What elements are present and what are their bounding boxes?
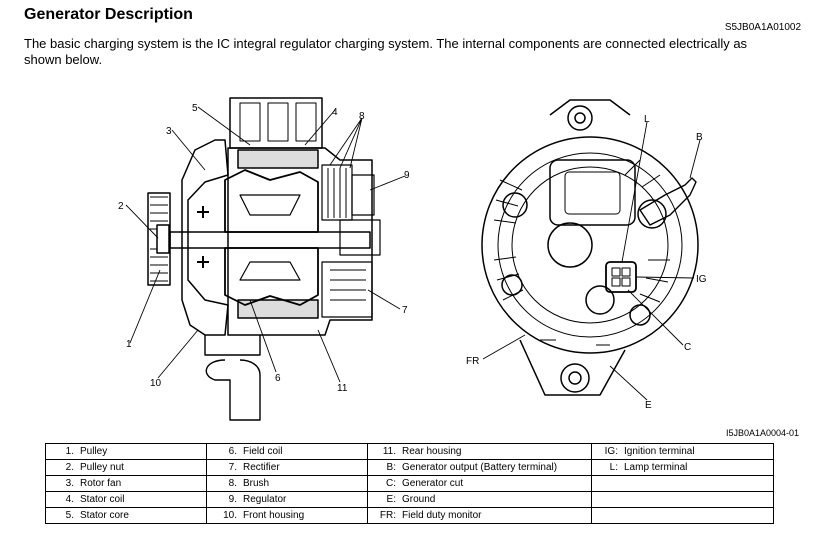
description-text: The basic charging system is the IC inte… — [24, 36, 748, 67]
legend-label: Stator core — [80, 510, 129, 521]
legend-label: Brush — [243, 478, 270, 489]
legend-cell: C: Generator cut — [367, 475, 592, 492]
legend-cell: 8. Brush — [206, 475, 368, 492]
legend-row: 1. Pulley 6. Field coil 11. Rear housing IG: Ig… — [45, 443, 774, 460]
callout-8: 8 — [359, 111, 365, 122]
legend-key: 1. — [65, 446, 74, 457]
legend-key: 10. — [223, 510, 237, 521]
legend-key: 11. — [382, 446, 396, 457]
legend-key: E: — [386, 494, 396, 505]
legend-cell: E: Ground — [367, 491, 592, 508]
legend-cell: 3. Rotor fan — [45, 475, 207, 492]
mounting-lug-drawing — [519, 339, 626, 396]
legend-label: Ignition terminal — [624, 446, 695, 457]
legend-row: 2. Pulley nut 7. Rectifier B: Generator outpu… — [45, 459, 774, 476]
callout-4: 4 — [332, 107, 338, 118]
legend-key: 6. — [228, 446, 237, 457]
rear-view — [481, 99, 699, 396]
legend-label: Pulley nut — [80, 462, 124, 473]
field-coil-drawing — [239, 194, 301, 281]
callout-L: L — [644, 114, 650, 125]
legend-key: C: — [386, 478, 396, 489]
legend-cell: B: Generator output (Battery terminal) — [367, 459, 592, 476]
legend-label: Field duty monitor — [402, 510, 482, 521]
rectifier-drawing — [321, 261, 373, 318]
rotor-claw-drawing — [224, 169, 319, 233]
legend-row: 3. Rotor fan 8. Brush C: Generator cut — [45, 475, 774, 492]
document-id: S5JB0A1A01002 — [724, 22, 801, 33]
regulator-drawing — [351, 174, 375, 216]
legend-label: Rotor fan — [80, 478, 122, 489]
callout-B: B — [696, 132, 703, 143]
legend-cell: 2. Pulley nut — [45, 459, 207, 476]
legend-cell: 4. Stator coil — [45, 491, 207, 508]
stator-core-drawing — [237, 149, 319, 169]
legend-cell: L: Lamp terminal — [591, 459, 774, 476]
callout-9: 9 — [404, 170, 410, 181]
callout-10: 10 — [150, 378, 162, 389]
legend-cell: 10. Front housing — [206, 507, 368, 524]
legend-cell: FR: Field duty monitor — [367, 507, 592, 524]
legend-key: IG: — [604, 446, 618, 457]
legend-key: 3. — [65, 478, 74, 489]
rear-housing-outline — [481, 136, 699, 354]
legend-key: FR: — [379, 510, 396, 521]
legend-cell: 1. Pulley — [45, 443, 207, 460]
legend-label: Generator cut — [402, 478, 464, 489]
callout-E: E — [645, 400, 652, 411]
legend-cell — [591, 491, 774, 508]
legend-key: 4. — [65, 494, 74, 505]
legend-cell: 5. Stator core — [45, 507, 207, 524]
callout-2: 2 — [118, 201, 124, 212]
ig-connector-drawing — [605, 261, 637, 293]
legend-row: 4. Stator coil 9. Regulator E: Ground — [45, 491, 774, 508]
legend-cell: 6. Field coil — [206, 443, 368, 460]
legend-cell: IG: Ignition terminal — [591, 443, 774, 460]
page-title: Generator Description — [24, 6, 193, 23]
callout-11: 11 — [337, 383, 348, 394]
callout-6: 6 — [275, 373, 281, 384]
pulley-nut-drawing — [156, 224, 170, 254]
legend-label: Regulator — [243, 494, 287, 505]
b-terminal-drawing — [639, 177, 697, 226]
legend-key: L: — [609, 462, 618, 473]
callout-1: 1 — [126, 339, 132, 350]
legend-cell: 7. Rectifier — [206, 459, 368, 476]
callout-IG: IG — [696, 274, 707, 285]
callout-C: C — [684, 342, 691, 353]
legend-cell: 9. Regulator — [206, 491, 368, 508]
legend-row: 5. Stator core 10. Front housing FR: Field du… — [45, 507, 774, 524]
legend-label: Field coil — [243, 446, 283, 457]
legend-cell — [591, 507, 774, 524]
legend-key: 5. — [65, 510, 74, 521]
legend-key: 2. — [65, 462, 74, 473]
brush-drawing — [321, 164, 353, 221]
legend-key: B: — [386, 462, 396, 473]
front-housing-drawing — [181, 139, 229, 336]
legend-cell: 11. Rear housing — [367, 443, 592, 460]
legend-label: Rectifier — [243, 462, 280, 473]
legend-key: 8. — [228, 478, 237, 489]
legend-label: Stator coil — [80, 494, 125, 505]
legend-label: Pulley — [80, 446, 108, 457]
callout-3: 3 — [166, 126, 172, 137]
legend-key: 7. — [228, 462, 237, 473]
callout-FR: FR — [466, 356, 479, 367]
legend-label: Generator output (Battery terminal) — [402, 462, 558, 473]
sectional-view — [147, 97, 381, 421]
legend-key: 9. — [228, 494, 237, 505]
legend-label: Front housing — [243, 510, 305, 521]
legend-label: Ground — [402, 494, 436, 505]
generator-diagram: 1 2 3 4 5 6 7 8 9 10 11 L B IG C FR E — [118, 97, 707, 421]
callout-7: 7 — [402, 305, 408, 316]
figure-id: I5JB0A1A0004-01 — [725, 428, 799, 438]
parts-legend-table: 1. Pulley 6. Field coil 11. Rear housing IG: Ig… — [45, 443, 774, 524]
callout-5: 5 — [192, 103, 198, 114]
mounting-bracket-drawing — [204, 335, 261, 421]
legend-label: Lamp terminal — [624, 462, 688, 473]
legend-label: Rear housing — [402, 446, 462, 457]
legend-cell — [591, 475, 774, 492]
